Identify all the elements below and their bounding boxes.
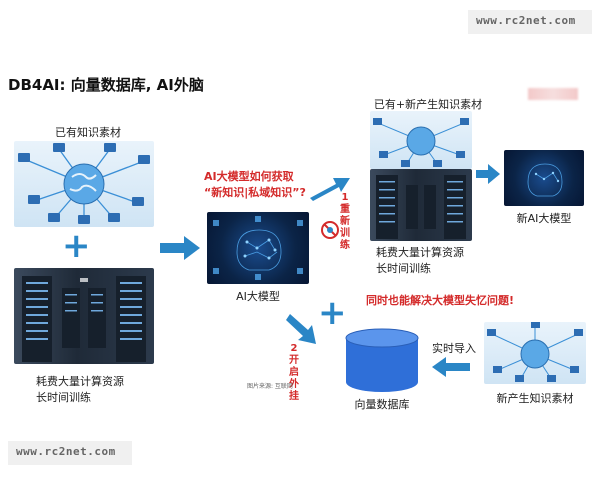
diagram-title: DB4AI: 向量数据库, AI外脑	[8, 76, 204, 94]
ai-brain-icon	[213, 216, 303, 280]
arrow-icon-to-vector-db	[286, 314, 316, 344]
server-room-image-left	[14, 268, 154, 364]
compute-cost-label-top-right: 耗费大量计算资源 长时间训练	[376, 244, 464, 276]
plugin-step-label: 2 开启外挂	[288, 343, 300, 403]
plus-icon-left: +	[62, 226, 91, 266]
network-globe-icon	[487, 322, 583, 382]
new-ai-model-label: 新AI大模型	[516, 212, 572, 225]
plugin-step-text: 开启外挂	[289, 355, 299, 402]
ai-question-line2: “新知识|私域知识”?	[204, 186, 306, 199]
new-knowledge-label: 新产生知识素材	[496, 392, 574, 405]
retrain-step-label: 1 重新训练	[339, 192, 351, 252]
plus-icon-middle: +	[318, 293, 347, 333]
arrow-icon-to-new-ai-model	[476, 164, 500, 184]
server-room-image-top-right	[370, 169, 472, 241]
compute-cost-label-left: 耗费大量计算资源 长时间训练	[36, 373, 124, 405]
memory-loss-label: 同时也能解决大模型失忆问题!	[366, 294, 515, 307]
vector-database-icon	[345, 328, 419, 392]
network-globe-icon	[18, 143, 150, 224]
ai-question-label: AI大模型如何获取 “新知识|私域知识”?	[204, 168, 306, 200]
ai-question-line1: AI大模型如何获取	[204, 170, 294, 183]
arrow-icon-to-retrain	[310, 178, 350, 201]
compute-cost2-line2: 长时间训练	[376, 262, 431, 275]
plugin-step-number: 2	[290, 343, 298, 354]
retrain-step-number: 1	[341, 192, 349, 203]
network-globe-image-top-right	[370, 111, 472, 169]
ai-brain-image	[207, 212, 309, 284]
bottom-watermark: www.rc2net.com	[8, 441, 132, 465]
blurred-logo	[528, 88, 578, 100]
network-globe-image	[14, 141, 154, 227]
existing-knowledge-label: 已有知识素材	[55, 126, 121, 139]
image-source-label: 图片来源: 互联网	[247, 383, 293, 390]
compute-cost-line1: 耗费大量计算资源	[36, 375, 124, 388]
vector-db-label: 向量数据库	[354, 398, 410, 411]
arrow-icon-to-ai-model	[160, 236, 200, 260]
ai-brain-icon	[527, 163, 563, 197]
no-retrain-icon	[321, 221, 339, 239]
top-watermark: www.rc2net.com	[468, 10, 592, 34]
network-globe-icon	[373, 118, 469, 167]
network-globe-image-bottom-right	[484, 322, 586, 384]
retrain-step-text: 重新训练	[340, 204, 350, 251]
compute-cost2-line1: 耗费大量计算资源	[376, 246, 464, 259]
realtime-import-label: 实时导入	[432, 342, 476, 355]
compute-cost-line2: 长时间训练	[36, 391, 91, 404]
ai-model-label: AI大模型	[236, 290, 280, 303]
existing-plus-new-label: 已有+新产生知识素材	[373, 98, 483, 111]
server-room-icon	[376, 175, 466, 239]
arrow-icon-import	[432, 357, 470, 377]
new-ai-brain-image	[504, 150, 584, 206]
server-room-icon	[22, 276, 146, 362]
